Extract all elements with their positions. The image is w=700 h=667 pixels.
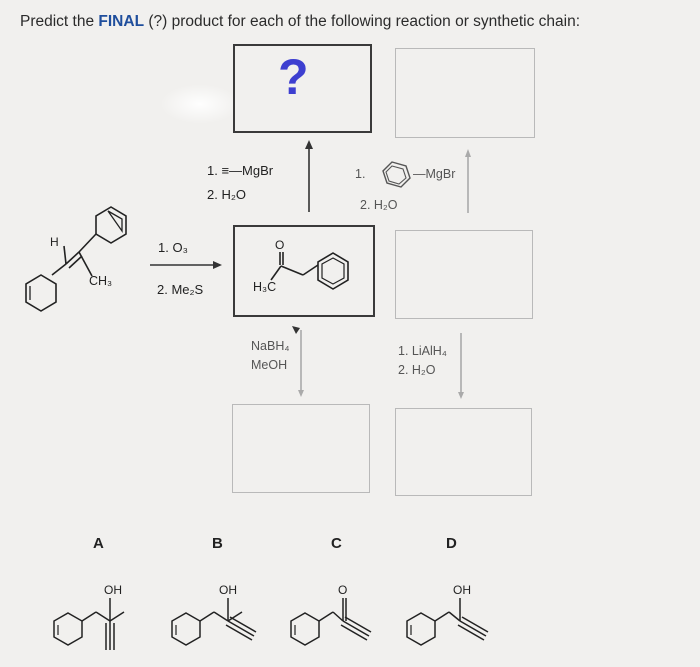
option-a-oh: OH — [104, 583, 122, 597]
option-c-o: O — [338, 583, 348, 597]
reagent-lialh4: 1. LiAlH₄ — [398, 344, 447, 358]
arrow-ozonolysis-head — [213, 261, 222, 269]
answer-box-mid-right[interactable] — [395, 230, 533, 319]
arrow-to-bottom-left-head — [298, 390, 304, 397]
option-b-structure — [171, 598, 257, 646]
reagent-phenyl-mgbr: —MgBr — [413, 167, 456, 181]
starting-material-structure — [25, 206, 127, 312]
title-suffix: (?) product for each of the following re… — [144, 13, 580, 30]
option-d-oh: OH — [453, 583, 471, 597]
reagent-water-1: 2. H₂O — [207, 187, 246, 202]
arrow-to-top-right-head — [465, 149, 471, 157]
reagent-meoh: MeOH — [251, 358, 288, 372]
option-b-letter[interactable]: B — [212, 535, 223, 552]
arrow-to-bottom-right-head — [458, 392, 464, 399]
reagent-alkynyl-grignard: 1. ≡—MgBr — [207, 163, 274, 178]
answer-box-bottom-right[interactable] — [395, 408, 532, 496]
ketone-o-label: O — [275, 238, 285, 252]
phenyl-grignard-ring — [382, 161, 411, 188]
start-h-label: H — [50, 235, 59, 249]
question-mark: ? — [278, 49, 309, 105]
question-title: Predict the FINAL (?) product for each o… — [20, 13, 580, 31]
ketone-structure — [270, 252, 349, 290]
option-d-letter[interactable]: D — [446, 535, 457, 552]
title-final: FINAL — [98, 13, 145, 30]
question-box-top — [233, 44, 372, 133]
option-b-oh: OH — [219, 583, 237, 597]
answer-box-bottom-left[interactable] — [232, 404, 370, 493]
reagent-nabh4: NaBH₄ — [251, 339, 290, 353]
start-ch3-label: CH₃ — [89, 274, 113, 288]
answer-box-top-right[interactable] — [395, 48, 535, 138]
reagent-dms: 2. Me₂S — [157, 282, 204, 297]
reagent-ozone: 1. O₃ — [158, 240, 188, 255]
reagent-water-2: 2. H₂O — [360, 198, 398, 212]
glare — [160, 84, 240, 124]
option-c-letter[interactable]: C — [331, 535, 342, 552]
arrow-to-question-head — [305, 140, 313, 149]
option-a-letter[interactable]: A — [93, 535, 104, 552]
ketone-box — [233, 225, 375, 317]
ketone-h3c-label: H₃C — [253, 280, 277, 294]
option-d-structure — [406, 598, 489, 646]
reagent-phenyl-step1: 1. — [355, 167, 366, 181]
title-prefix: Predict the — [20, 13, 99, 30]
option-c-structure — [290, 598, 372, 646]
option-a-structure — [53, 598, 125, 650]
reagent-water-3: 2. H₂O — [398, 363, 436, 377]
